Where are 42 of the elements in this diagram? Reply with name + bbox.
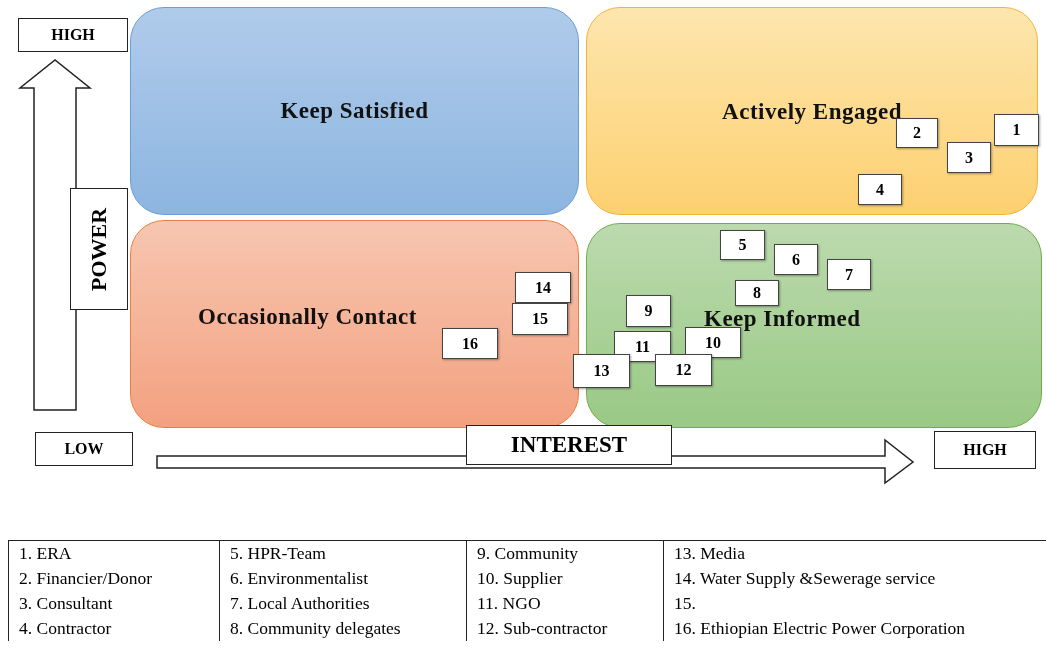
legend-entry: 15. xyxy=(663,591,1046,616)
stakeholder-number: 14 xyxy=(515,272,571,303)
quadrant-title: Occasionally Contact xyxy=(198,304,417,330)
quadrant-panel xyxy=(586,223,1042,428)
axis-end-label: HIGH xyxy=(934,431,1036,469)
quadrant-panel xyxy=(130,7,579,215)
stakeholder-number: 6 xyxy=(774,244,818,275)
axis-end-label: LOW xyxy=(35,432,133,466)
stakeholder-number: 2 xyxy=(896,118,938,148)
legend-entry: 3. Consultant xyxy=(8,591,219,616)
quadrant-panel xyxy=(586,7,1038,215)
stakeholder-number: 16 xyxy=(442,328,498,359)
legend-entry: 8. Community delegates xyxy=(219,616,466,641)
legend-entry: 5. HPR-Team xyxy=(219,541,466,566)
stakeholder-number: 1 xyxy=(994,114,1039,146)
stakeholder-number: 3 xyxy=(947,142,991,173)
legend-entry: 14. Water Supply &Sewerage service xyxy=(663,566,1046,591)
stakeholder-number: 8 xyxy=(735,280,779,306)
axis-end-label: HIGH xyxy=(18,18,128,52)
legend-entry: 12. Sub-contractor xyxy=(466,616,663,641)
legend-entry: 2. Financier/Donor xyxy=(8,566,219,591)
legend-entry: 4. Contractor xyxy=(8,616,219,641)
quadrant-panel xyxy=(130,220,579,428)
legend-entry: 10. Supplier xyxy=(466,566,663,591)
legend-entry: 1. ERA xyxy=(8,541,219,566)
stakeholder-number: 7 xyxy=(827,259,871,290)
legend-entry: 16. Ethiopian Electric Power Corporation xyxy=(663,616,1046,641)
stakeholder-number: 4 xyxy=(858,174,902,205)
legend-entry: 6. Environmentalist xyxy=(219,566,466,591)
axis-label: POWER xyxy=(70,188,128,310)
stakeholder-number: 15 xyxy=(512,303,568,335)
stakeholder-number: 5 xyxy=(720,230,765,260)
axis-label: INTEREST xyxy=(466,425,672,465)
legend-entry: 11. NGO xyxy=(466,591,663,616)
legend-entry: 7. Local Authorities xyxy=(219,591,466,616)
stakeholder-number: 9 xyxy=(626,295,671,327)
quadrant-title: Keep Satisfied xyxy=(280,98,429,124)
stakeholder-number: 10 xyxy=(685,327,741,358)
stakeholder-number: 12 xyxy=(655,354,712,386)
legend-entry: 13. Media xyxy=(663,541,1046,566)
legend-entry: 9. Community xyxy=(466,541,663,566)
stakeholder-number: 13 xyxy=(573,354,630,388)
